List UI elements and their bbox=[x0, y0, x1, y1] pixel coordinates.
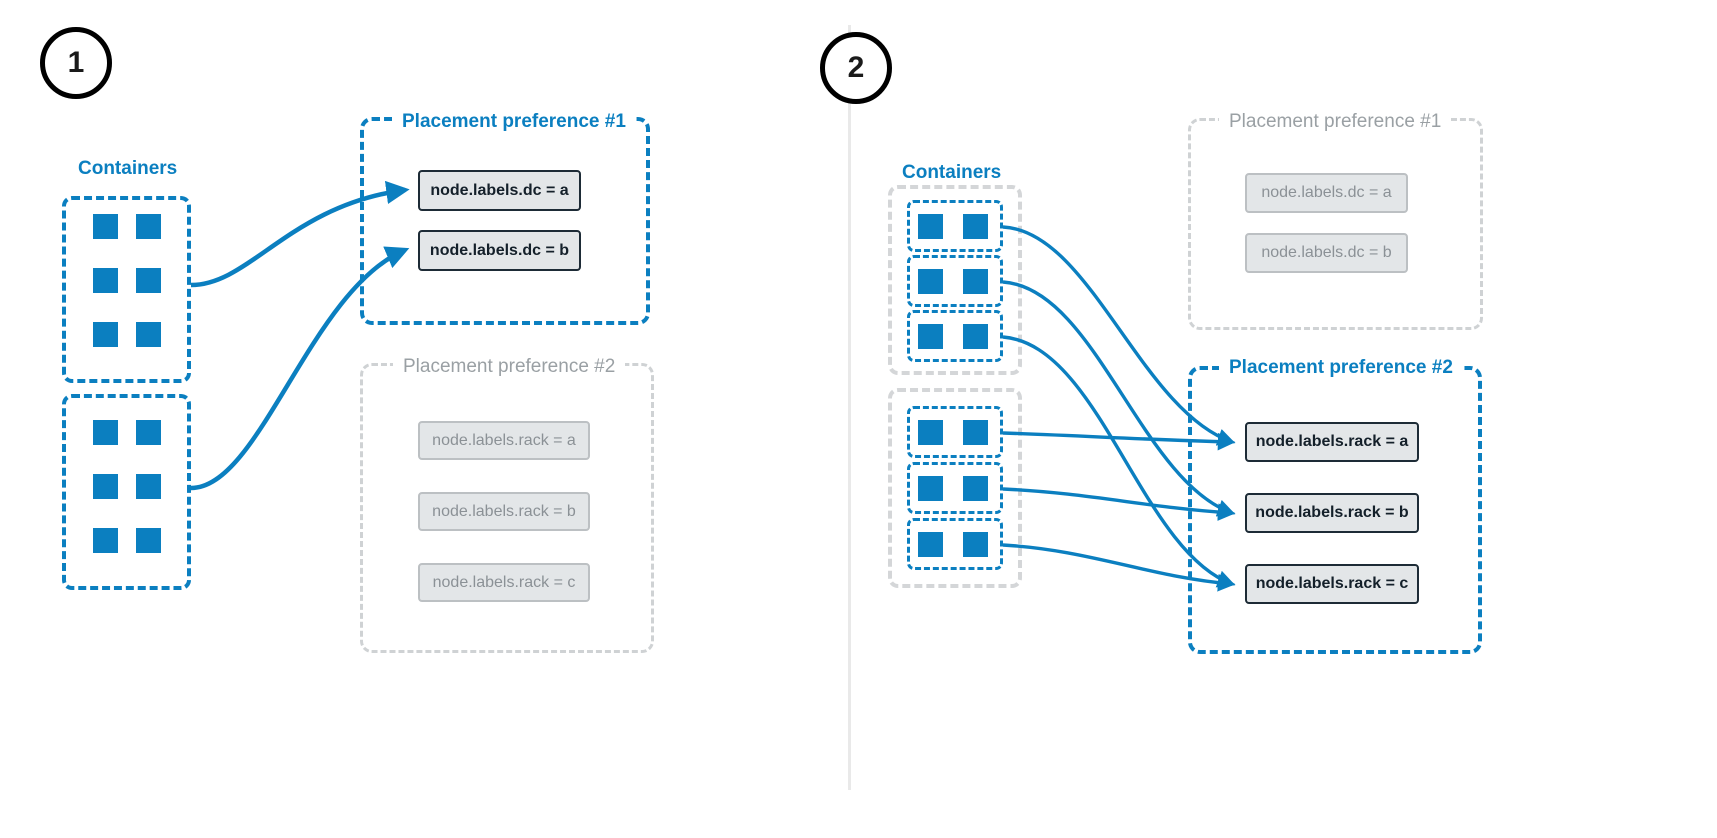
container-square bbox=[918, 269, 943, 294]
container-square bbox=[93, 420, 118, 445]
container-subgroup bbox=[907, 255, 1003, 307]
container-square bbox=[93, 528, 118, 553]
placement-preference-title-right-2: Placement preference #2 bbox=[1219, 358, 1463, 377]
placement-preference-title-right-1: Placement preference #1 bbox=[1219, 112, 1452, 131]
placement-preference-panel-right-1 bbox=[1188, 118, 1483, 330]
placement-chip[interactable]: node.labels.rack = a bbox=[1245, 422, 1419, 462]
placement-chip[interactable]: node.labels.rack = b bbox=[1245, 493, 1419, 533]
container-subgroup bbox=[907, 518, 1003, 570]
container-square bbox=[963, 532, 988, 557]
container-subgroup bbox=[907, 310, 1003, 362]
container-square bbox=[136, 420, 161, 445]
container-square bbox=[963, 420, 988, 445]
container-square bbox=[963, 269, 988, 294]
container-square bbox=[918, 532, 943, 557]
placement-chip[interactable]: node.labels.rack = c bbox=[1245, 564, 1419, 604]
containers-title-right: Containers bbox=[902, 162, 1002, 183]
container-square bbox=[136, 322, 161, 347]
container-square bbox=[136, 528, 161, 553]
placement-chip[interactable]: node.labels.dc = a bbox=[1245, 173, 1408, 213]
placement-chip[interactable]: node.labels.dc = b bbox=[418, 230, 581, 271]
placement-chip[interactable]: node.labels.rack = b bbox=[418, 492, 590, 531]
placement-chip[interactable]: node.labels.dc = b bbox=[1245, 233, 1408, 273]
placement-chip[interactable]: node.labels.rack = c bbox=[418, 563, 590, 602]
container-square bbox=[918, 324, 943, 349]
container-square bbox=[136, 268, 161, 293]
step-badge-1: 1 bbox=[40, 27, 112, 99]
container-square bbox=[918, 420, 943, 445]
container-square bbox=[136, 214, 161, 239]
container-square bbox=[963, 324, 988, 349]
container-subgroup bbox=[907, 462, 1003, 514]
container-square bbox=[918, 214, 943, 239]
container-group-left-2 bbox=[62, 394, 191, 590]
container-square bbox=[963, 476, 988, 501]
container-subgroup bbox=[907, 406, 1003, 458]
panel-divider bbox=[848, 25, 851, 790]
container-square bbox=[93, 214, 118, 239]
container-square bbox=[93, 322, 118, 347]
container-group-left-1 bbox=[62, 196, 191, 383]
placement-chip[interactable]: node.labels.dc = a bbox=[418, 170, 581, 211]
container-square bbox=[963, 214, 988, 239]
containers-title-left: Containers bbox=[78, 158, 178, 179]
container-subgroup bbox=[907, 200, 1003, 252]
container-square bbox=[93, 474, 118, 499]
placement-preference-panel-left-1 bbox=[360, 117, 650, 325]
container-square bbox=[918, 476, 943, 501]
container-square bbox=[93, 268, 118, 293]
placement-preference-title-left-2: Placement preference #2 bbox=[393, 357, 626, 376]
placement-chip[interactable]: node.labels.rack = a bbox=[418, 421, 590, 460]
placement-preference-title-left-1: Placement preference #1 bbox=[392, 112, 636, 131]
container-square bbox=[136, 474, 161, 499]
step-badge-2: 2 bbox=[820, 32, 892, 104]
